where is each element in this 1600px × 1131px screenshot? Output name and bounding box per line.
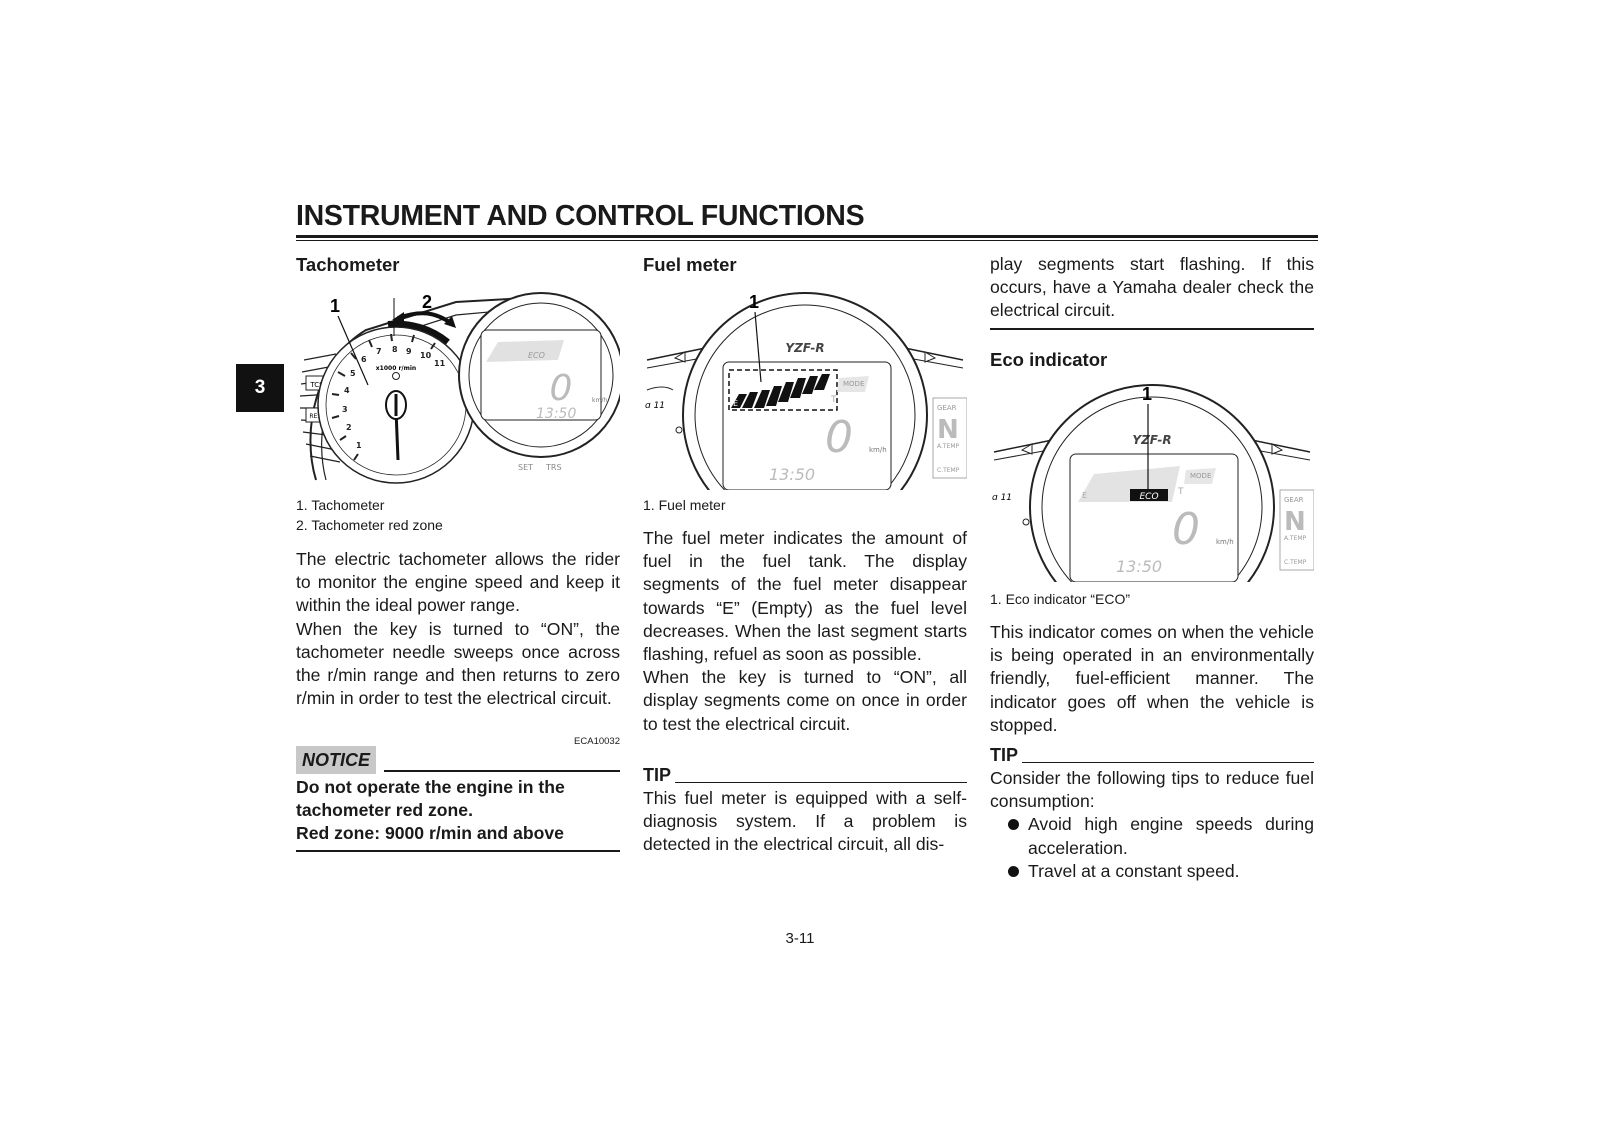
trs-label: TRS <box>545 463 562 472</box>
fuel-tip-line <box>675 781 967 783</box>
notice-box: NOTICE Do not operate the engine in the … <box>296 746 620 852</box>
eco-lcd-ctemp: C.TEMP <box>1284 559 1307 566</box>
eco-tip-label: TIP <box>990 745 1019 765</box>
svg-text:YZF-R: YZF-R <box>785 341 824 355</box>
fuel-meter-heading: Fuel meter <box>643 254 737 275</box>
bullet-icon <box>1008 865 1019 877</box>
callout-2: 2 <box>422 292 432 312</box>
chapter-tab: 3 <box>236 364 284 412</box>
tach-tick-3: 3 <box>342 405 348 414</box>
tachometer-figure: TCS RESET 1 2 3 4 5 6 7 8 9 10 11 x1000 … <box>299 292 620 484</box>
set-label: SET <box>518 463 533 472</box>
fuel-meter-figure: ɑ 11 YZF-R E MODE T 0 km/h 13:50 GEAR N … <box>645 292 967 490</box>
fuel-meter-captions: 1. Fuel meter <box>643 495 967 515</box>
fuel-lcd-ctemp: C.TEMP <box>937 467 960 474</box>
title-rule-thin <box>296 240 1318 241</box>
fuel-lcd-unit: km/h <box>869 446 887 454</box>
tachometer-paragraph-2: When the key is turned to “ON”, the tach… <box>296 618 620 709</box>
continuation-rule <box>990 328 1314 330</box>
tach-lcd-eco: ECO <box>528 351 545 360</box>
notice-code: ECA10032 <box>574 736 620 747</box>
tach-tick-11: 11 <box>434 359 446 368</box>
eco-lcd-atemp: A.TEMP <box>1284 535 1307 542</box>
tach-tick-6: 6 <box>361 355 367 364</box>
eco-lcd-unit: km/h <box>1216 538 1234 546</box>
page-number: 3-11 <box>785 930 815 947</box>
tach-tick-1: 1 <box>356 441 362 450</box>
tachometer-heading: Tachometer <box>296 254 400 275</box>
page-title: INSTRUMENT AND CONTROL FUNCTIONS <box>296 200 865 232</box>
caption-fuel-meter: 1. Fuel meter <box>643 497 726 513</box>
eco-tip-bullets: Avoid high engine speeds during accelera… <box>990 813 1314 883</box>
tachometer-captions: 1. Tachometer 2. Tachometer red zone <box>296 495 620 535</box>
tach-tick-5: 5 <box>350 369 356 378</box>
caption-tachometer: 1. Tachometer <box>296 497 385 513</box>
eco-lcd-e: E <box>1082 491 1087 500</box>
tach-tick-10: 10 <box>420 351 432 360</box>
tachometer-text: The electric tachometer allows the rider… <box>296 548 620 710</box>
notice-line <box>384 770 620 772</box>
fuel-paragraph-1: The fuel meter indicates the amount of f… <box>643 528 967 665</box>
eco-lcd-mode: MODE <box>1190 472 1211 480</box>
eco-tip-text: Consider the following tips to reduce fu… <box>990 768 1314 812</box>
bullet-icon <box>1008 819 1019 831</box>
notice-bottom-rule <box>296 849 620 852</box>
fuel-lcd-gear: GEAR <box>937 404 957 412</box>
fuel-meter-text: The fuel meter indicates the amount of f… <box>643 527 967 736</box>
tcs-label: TCS <box>309 381 324 389</box>
tach-tick-7: 7 <box>376 347 382 356</box>
eco-lcd-clock: 13:50 <box>1116 557 1162 576</box>
fuel-callout-1: 1 <box>749 292 759 312</box>
tach-unit: x1000 r/min <box>376 365 416 372</box>
fuel-lcd-mode: MODE <box>843 380 864 388</box>
eco-lcd-speed: 0 <box>1172 504 1200 555</box>
notice-line-1: Do not operate the engine in the tachome… <box>296 777 565 821</box>
notice-line-2: Red zone: 9000 r/min and above <box>296 823 564 844</box>
tach-lcd-speed: 0 <box>550 368 573 409</box>
eco-heading: Eco indicator <box>990 349 1108 370</box>
tachometer-paragraph-1: The electric tachometer allows the rider… <box>296 549 620 616</box>
tach-tick-4: 4 <box>344 386 350 395</box>
caption-eco: 1. Eco indicator “ECO” <box>990 591 1131 607</box>
fuel-lcd-clock: 13:50 <box>769 465 815 484</box>
tach-tick-9: 9 <box>406 347 412 356</box>
fuel-tip-text: This fuel meter is equipped with a self-… <box>643 788 967 855</box>
fuel-lcd-t: T <box>830 395 837 405</box>
tach-lcd-unit: km/h <box>592 397 607 404</box>
eco-tip: TIP Consider the following tips to reduc… <box>990 743 1314 883</box>
fuel-lcd-atemp: A.TEMP <box>937 443 960 450</box>
fuel-tip: TIP This fuel meter is equipped with a s… <box>643 763 967 857</box>
eco-captions: 1. Eco indicator “ECO” <box>990 589 1314 609</box>
tach-tick-8: 8 <box>392 345 398 354</box>
continuation-text: play segments start flashing. If this oc… <box>990 254 1314 321</box>
fuel-paragraph-2: When the key is turned to “ON”, all disp… <box>643 667 967 734</box>
fuel-lcd-gear-value: N <box>937 415 959 445</box>
list-item: Travel at a constant speed. <box>990 860 1314 883</box>
eco-indicator-figure: ɑ 11 YZF-R E ECO MODE T 0 km/h 13:50 GEA… <box>992 384 1314 582</box>
eco-lcd-gear: GEAR <box>1284 496 1304 504</box>
svg-text:ɑ 11: ɑ 11 <box>992 493 1012 503</box>
tach-lcd-clock: 13:50 <box>536 406 576 422</box>
eco-text: This indicator comes on when the vehicle… <box>990 622 1314 735</box>
eco-lcd-gear-value: N <box>1284 507 1306 537</box>
svg-text:ɑ 11: ɑ 11 <box>645 401 665 411</box>
title-rule <box>296 235 1318 238</box>
eco-tip-line <box>1022 761 1314 763</box>
list-item: Avoid high engine speeds during accelera… <box>990 813 1314 859</box>
eco-lcd-t: T <box>1177 487 1184 497</box>
caption-red-zone: 2. Tachometer red zone <box>296 517 443 533</box>
svg-text:YZF-R: YZF-R <box>1132 433 1171 447</box>
tach-tick-2: 2 <box>346 423 352 432</box>
fuel-lcd-speed: 0 <box>825 412 853 463</box>
eco-callout-1: 1 <box>1142 384 1152 404</box>
notice-label: NOTICE <box>296 746 377 774</box>
fuel-lcd-e: E <box>733 399 738 408</box>
eco-lcd-eco: ECO <box>1139 492 1158 502</box>
fuel-tip-label: TIP <box>643 765 672 785</box>
callout-1: 1 <box>330 296 340 316</box>
